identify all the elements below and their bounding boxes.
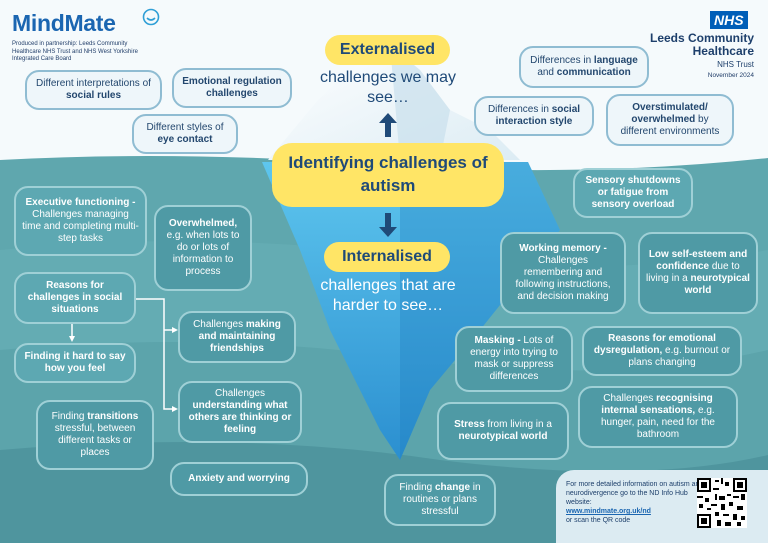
anxiety-box: Anxiety and worrying [170, 462, 308, 496]
reasons-social-box: Reasons for challenges in social situati… [14, 272, 136, 324]
sensory-shutdowns-box: Sensory shutdowns or fatigue from sensor… [573, 168, 693, 218]
language-box: Differences in language and communicatio… [519, 46, 649, 88]
emotional-dysregulation-box: Reasons for emotional dysregulation, e.g… [582, 326, 742, 376]
externalised-label: Externalised [325, 35, 450, 65]
understanding-others-box: Challenges understanding what others are… [178, 381, 302, 443]
eye-contact-box: Different styles of eye contact [132, 114, 238, 154]
main-title: Identifying challenges of autism [272, 143, 504, 207]
mindmate-logo: MindMate [12, 10, 116, 36]
partnership-tagline: Produced in partnership: Leeds Community… [12, 41, 138, 62]
info-text: For more detailed information on autism … [566, 481, 704, 525]
executive-functioning-box: Executive functioning - Challenges manag… [14, 186, 147, 256]
interaction-style-box: Differences in social interaction style [474, 96, 594, 136]
arrow-down-icon [379, 213, 397, 237]
masking-box: Masking - Lots of energy into trying to … [455, 326, 573, 392]
qr-code-icon[interactable] [697, 478, 747, 528]
self-esteem-box: Low self-esteem and confidence due to li… [638, 232, 758, 314]
working-memory-box: Working memory - Challenges remembering … [500, 232, 626, 314]
overwhelmed-box: Overwhelmed, e.g. when lots to do or lot… [154, 205, 252, 291]
overstimulated-box: Overstimulated/ overwhelmed by different… [606, 94, 734, 146]
nhs-logo: NHS [710, 11, 748, 29]
change-routines-box: Finding change in routines or plans stre… [384, 474, 496, 526]
transitions-box: Finding transitions stressful, between d… [36, 400, 154, 470]
internalised-subtitle: challenges that are harder to see… [320, 277, 456, 314]
internalised-label: Internalised [324, 242, 450, 272]
emotional-regulation-box: Emotional regulation challenges [172, 68, 292, 108]
stress-box: Stress from living in a neurotypical wor… [437, 402, 569, 460]
externalised-subtitle: challenges we may see… [319, 69, 457, 106]
trust-label: NHS Trust [717, 60, 754, 69]
say-feel-box: Finding it hard to say how you feel [14, 343, 136, 383]
nd-hub-link[interactable]: www.mindmate.org.uk/nd [566, 508, 651, 516]
smile-icon [142, 8, 160, 26]
date-label: November 2024 [707, 72, 754, 79]
arrow-up-icon [379, 113, 397, 137]
social-rules-box: Different interpretations of social rule… [25, 70, 162, 110]
friendships-box: Challenges making and maintaining friend… [178, 311, 296, 363]
internal-sensations-box: Challenges recognising internal sensatio… [578, 386, 738, 448]
org-name: Leeds Community Healthcare [649, 31, 754, 59]
